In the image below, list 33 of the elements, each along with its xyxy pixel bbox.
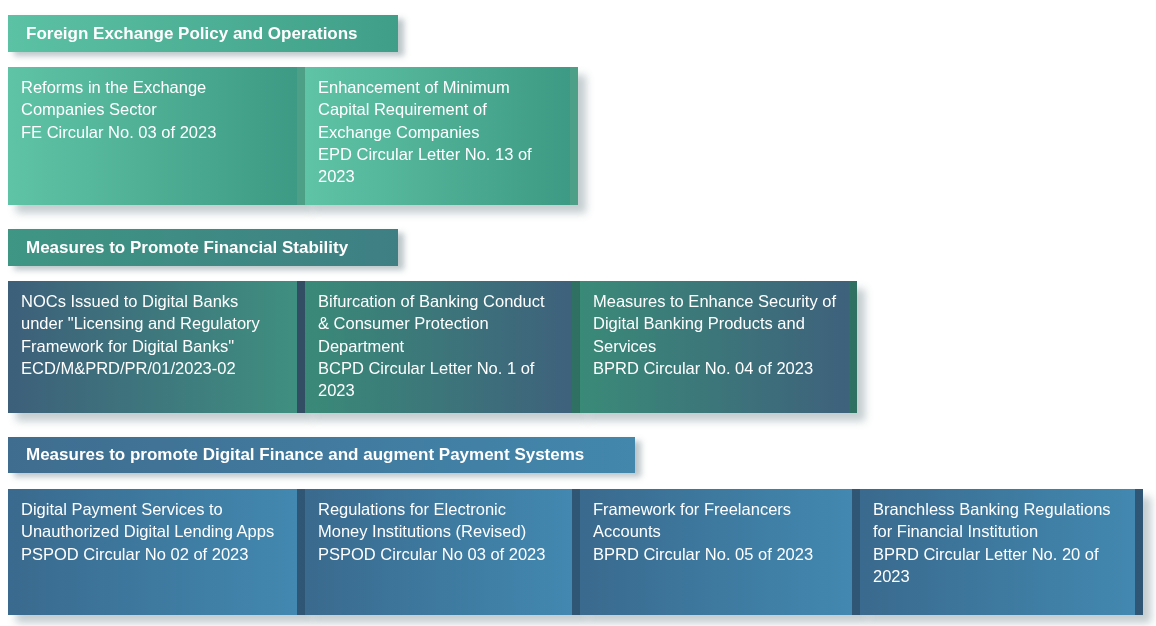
circular-reference: EPD Circular Letter No. 13 of 2023	[318, 143, 533, 188]
regulation-title: Framework for Freelancers Accounts	[593, 499, 793, 543]
circular-reference: FE Circular No. 03 of 2023	[21, 121, 218, 143]
circular-reference: BPRD Circular No. 05 of 2023	[593, 543, 815, 565]
regulation-card	[8, 67, 305, 205]
regulation-title: Regulations for Electronic Money Institutions (Revised)	[318, 499, 528, 543]
circular-reference: BCPD Circular Letter No. 1 of 2023	[318, 357, 536, 402]
regulation-title: Reforms in the Exchange Companies Sector	[21, 77, 208, 121]
section-heading-band	[8, 437, 635, 473]
circular-reference: PSPOD Circular No 02 of 2023	[21, 543, 250, 565]
circular-reference: BPRD Circular No. 04 of 2023	[593, 357, 815, 379]
section-heading: Measures to promote Digital Finance and augment Payment Systems	[26, 445, 585, 465]
regulation-title: Digital Payment Services to Unauthorized Digital Lending Apps	[21, 499, 276, 543]
regulation-title: Branchless Banking Regulations for Financial Institution	[873, 499, 1112, 543]
regulation-card	[305, 67, 578, 205]
regulation-card	[860, 489, 1143, 615]
regulation-card	[8, 281, 305, 413]
section-heading-band	[8, 15, 398, 52]
regulation-card	[580, 489, 860, 615]
regulation-title: Enhancement of Minimum Capital Requirement of Exchange Companies	[318, 77, 511, 143]
regulation-title: Measures to Enhance Security of Digital Banking Products and Services	[593, 291, 837, 357]
regulation-card	[305, 489, 580, 615]
circular-reference: BPRD Circular Letter No. 20 of 2023	[873, 543, 1100, 587]
section-heading-band	[8, 229, 398, 266]
regulation-title: Bifurcation of Banking Conduct & Consumer Protection Department	[318, 291, 546, 357]
section-heading: Measures to Promote Financial Stability	[26, 237, 349, 258]
regulation-card	[8, 489, 305, 615]
circular-reference: ECD/M&PRD/PR/01/2023-02	[21, 357, 237, 379]
regulation-card	[305, 281, 580, 413]
circular-reference: PSPOD Circular No 03 of 2023	[318, 543, 547, 565]
regulation-card	[580, 281, 857, 413]
regulation-title: NOCs Issued to Digital Banks under "Licensing and Regulatory Framework for Digital Banks"	[21, 291, 261, 357]
section-heading: Foreign Exchange Policy and Operations	[26, 23, 358, 44]
